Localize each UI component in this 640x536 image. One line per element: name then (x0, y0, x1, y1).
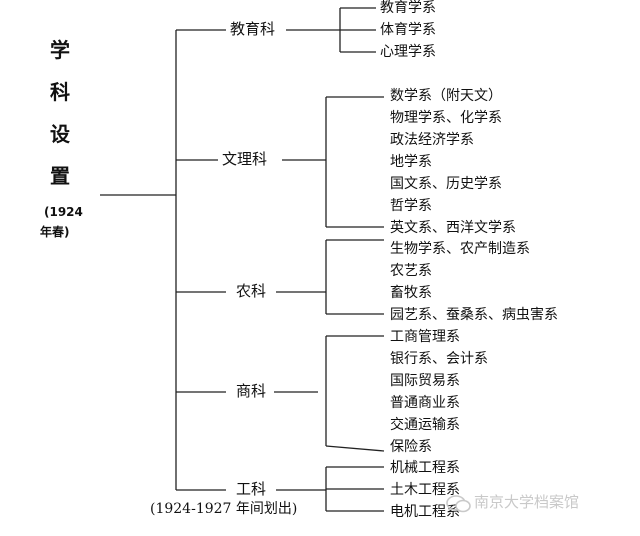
faculty-education: 教育科 (226, 22, 280, 37)
department-item: 交通运输系 (390, 417, 460, 433)
department-item: 哲学系 (390, 198, 432, 214)
title-year-line1: (1924 (44, 205, 83, 219)
department-item: 农艺系 (390, 263, 432, 279)
title-char: 学 (50, 38, 70, 62)
department-item: 保险系 (390, 439, 432, 455)
title-char: 科 (50, 80, 70, 104)
engineering-note: (1924-1927 年间划出) (150, 501, 298, 517)
department-item: 心理学系 (380, 44, 436, 60)
department-item: 普通商业系 (390, 395, 460, 411)
department-item: 机械工程系 (390, 460, 460, 476)
department-item: 地学系 (390, 154, 432, 170)
faculty-arts-science: 文理科 (218, 152, 272, 167)
faculty-engineering: 工科 (232, 482, 271, 497)
department-item: 银行系、会计系 (390, 351, 488, 367)
title-char: 置 (50, 164, 70, 188)
department-item: 教育学系 (380, 0, 436, 16)
department-item: 政法经济学系 (390, 132, 474, 148)
faculty-agriculture: 农科 (232, 284, 271, 299)
faculty-commerce: 商科 (232, 384, 271, 399)
department-item: 数学系（附天文） (390, 88, 502, 104)
department-item: 园艺系、蚕桑系、病虫害系 (390, 307, 558, 323)
department-item: 畜牧系 (390, 285, 432, 301)
department-item: 体育学系 (380, 22, 436, 38)
department-item: 英文系、西洋文学系 (390, 220, 516, 236)
department-item: 工商管理系 (390, 329, 460, 345)
title-char: 设 (50, 122, 70, 146)
title-year-line2: 年春) (40, 225, 70, 239)
department-item: 电机工程系 (390, 504, 460, 520)
department-item: 国际贸易系 (390, 373, 460, 389)
department-item: 国文系、历史学系 (390, 176, 502, 192)
watermark-text: 南京大学档案馆 (474, 493, 580, 511)
department-item: 土木工程系 (390, 482, 460, 498)
chat-bubble-icon (446, 495, 471, 513)
department-item: 物理学系、化学系 (390, 110, 502, 126)
department-item: 生物学系、农产制造系 (390, 241, 530, 257)
